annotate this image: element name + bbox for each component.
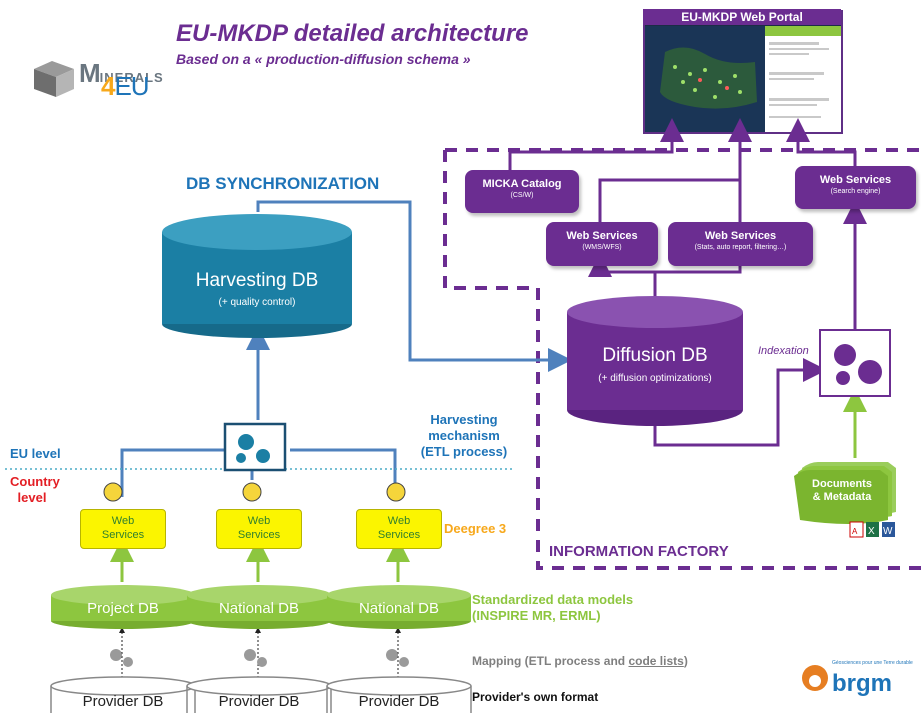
deegree-label: Deegree 3 bbox=[444, 521, 507, 536]
indexation-gears-icon bbox=[819, 329, 891, 397]
national-db-label-1: National DB bbox=[218, 600, 300, 617]
diffusion-db-name: Diffusion DB bbox=[602, 345, 708, 366]
web-services-wms-box: Web Services(WMS/WFS) bbox=[546, 222, 658, 266]
information-factory-label: INFORMATION FACTORY bbox=[549, 543, 729, 560]
diffusion-db-cylinder bbox=[567, 296, 743, 426]
page-subtitle: Based on a « production-diffusion schema… bbox=[176, 51, 471, 67]
brgm-tagline: Géosciences pour une Terre durable bbox=[832, 660, 913, 666]
portal-title: EU-MKDP Web Portal bbox=[643, 9, 841, 25]
harvesting-db-cylinder bbox=[162, 214, 352, 338]
eu-level-label: EU level bbox=[10, 446, 61, 461]
standardized-models-label: Standardized data models(INSPIRE MR, ERM… bbox=[472, 592, 634, 623]
mapping-gears-icons bbox=[110, 649, 409, 667]
db-sync-label: DB SYNCHRONIZATION bbox=[186, 174, 380, 193]
harvesting-db-name: Harvesting DB bbox=[195, 270, 319, 291]
provider-db-cylinders bbox=[50, 676, 472, 713]
mapping-label: Mapping (ETL process and code lists) bbox=[472, 654, 688, 668]
web-services-2: Web Services bbox=[216, 509, 302, 549]
deegree-icons bbox=[103, 482, 406, 502]
svg-text:X: X bbox=[868, 526, 875, 537]
harvesting-gears-icon bbox=[223, 422, 287, 472]
information-factory-frame bbox=[443, 148, 921, 570]
web-services-stats-box: Web Services(Stats, auto report, filteri… bbox=[668, 222, 813, 266]
minerals4eu-logo-icon bbox=[34, 61, 74, 97]
own-format-label: Provider's own format bbox=[472, 690, 599, 704]
web-services-1: Web Services bbox=[80, 509, 166, 549]
indexation-label: Indexation bbox=[758, 345, 809, 357]
web-portal-screenshot bbox=[643, 10, 843, 134]
documents-label: Documents & Metadata bbox=[812, 478, 872, 503]
harvesting-mechanism-label: Harvesting mechanism (ETL process) bbox=[420, 412, 508, 459]
provider-db-label-3: Provider DB bbox=[358, 693, 440, 710]
svg-text:W: W bbox=[883, 526, 893, 537]
project-db-label: Project DB bbox=[87, 600, 159, 617]
provider-db-label-2: Provider DB bbox=[218, 693, 300, 710]
micka-catalog-box: MICKA Catalog(CS/W) bbox=[465, 170, 579, 213]
page-title: EU-MKDP detailed architecture bbox=[176, 20, 529, 47]
web-services-search-box: Web Services(Search engine) bbox=[795, 166, 916, 209]
national-db-label-2: National DB bbox=[358, 600, 440, 617]
diffusion-db-sub: (+ diffusion optimizations) bbox=[598, 373, 712, 384]
brgm-name: brgm bbox=[832, 670, 892, 697]
web-services-3: Web Services bbox=[356, 509, 442, 549]
brgm-logo-icon bbox=[802, 665, 828, 691]
portal-map-icon bbox=[645, 26, 841, 132]
provider-db-label-1: Provider DB bbox=[82, 693, 164, 710]
green-db-cylinders bbox=[51, 585, 471, 629]
harvesting-db-sub: (+ quality control) bbox=[218, 297, 296, 308]
documents-stack-icon bbox=[794, 462, 896, 524]
file-type-icons: A X W bbox=[849, 521, 895, 538]
svg-text:A: A bbox=[852, 527, 858, 536]
